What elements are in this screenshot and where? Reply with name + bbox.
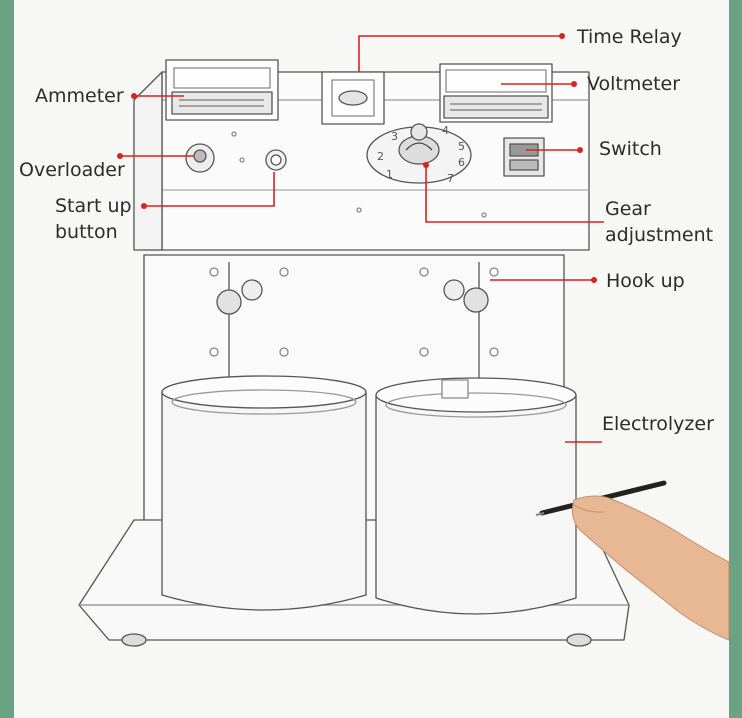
label-gear-line1: Gear [605, 198, 651, 220]
label-start-up-line2: button [55, 221, 118, 243]
dial-number: 7 [447, 172, 454, 185]
electrolyzer-sketch: 2 1 3 4 5 6 7 [78, 33, 729, 647]
beaker-left [161, 375, 367, 611]
diagram-frame: 2 1 3 4 5 6 7 Time Relay Ammet [14, 0, 729, 718]
start-up-button-device [265, 149, 287, 171]
label-hook-up: Hook up [606, 270, 685, 292]
dial-number: 1 [386, 168, 393, 181]
label-gear-line2: adjustment [605, 224, 714, 246]
callout-time-relay [358, 35, 562, 72]
label-time-relay: Time Relay [577, 26, 682, 48]
label-voltmeter: Voltmeter [587, 73, 681, 95]
label-overloader: Overloader [19, 159, 125, 181]
beaker-right [375, 377, 577, 615]
dial-number: 4 [442, 124, 449, 137]
dial-numbers: 2 1 3 4 5 6 7 [377, 124, 465, 185]
callout-gear [425, 165, 604, 223]
ammeter-device [165, 59, 279, 121]
hand-with-pen [535, 480, 729, 641]
label-switch: Switch [599, 138, 662, 160]
voltmeter-device [439, 63, 553, 123]
dial-number: 2 [377, 150, 384, 163]
dial-number: 6 [458, 156, 465, 169]
label-start-up-line1: Start up [55, 195, 132, 217]
box-screws [231, 131, 487, 218]
gear-adjustment-dial [366, 123, 472, 184]
label-ammeter: Ammeter [35, 85, 124, 107]
dial-number: 3 [391, 130, 398, 143]
dial-number: 5 [458, 140, 465, 153]
callout-start-up [144, 172, 275, 207]
overloader-knob [185, 143, 215, 173]
label-electrolyzer: Electrolyzer [602, 413, 714, 435]
time-relay-device [321, 71, 385, 125]
callout-lines [117, 33, 604, 443]
switch-device [503, 137, 545, 177]
